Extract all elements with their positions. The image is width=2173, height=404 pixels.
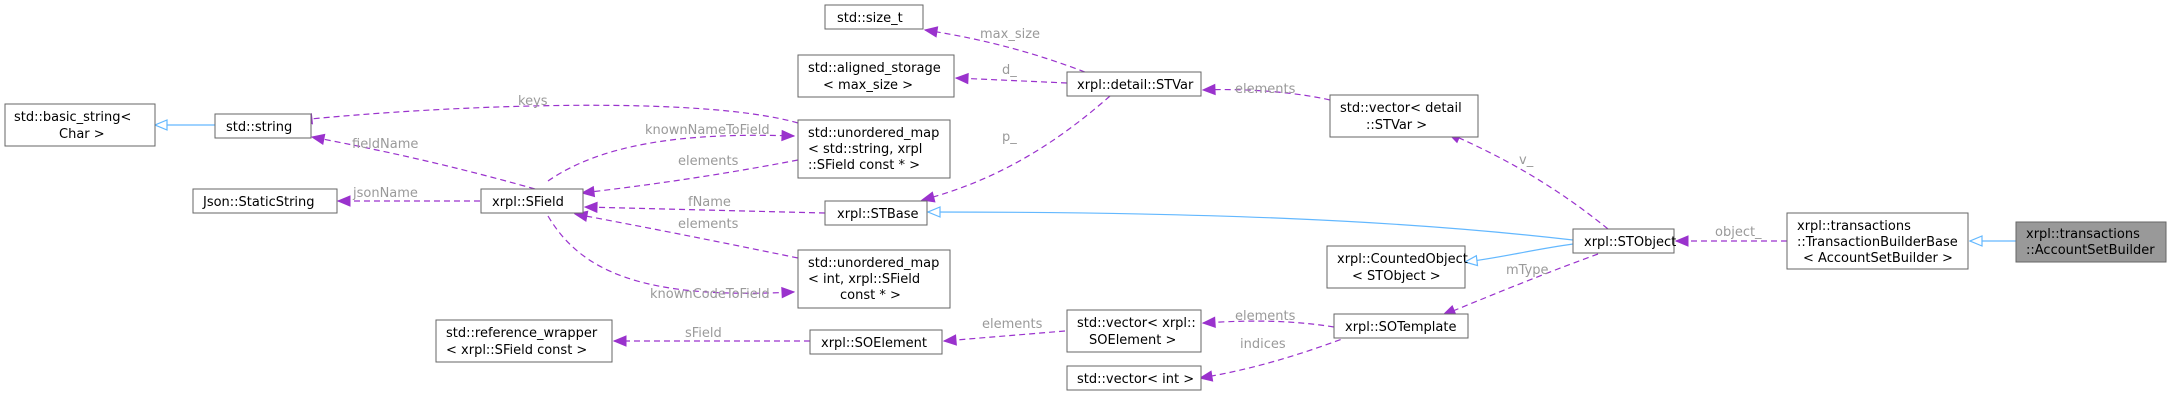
edge-label-known-name-to-field: knownNameToField — [645, 123, 770, 138]
edge-label-object: object_ — [1715, 225, 1762, 240]
edge-stobject-inherits-counted-object — [1465, 243, 1574, 262]
edge-v: v_ — [1448, 132, 1609, 230]
node-vector-soelement[interactable]: std::vector< xrpl:: SOElement > — [1066, 309, 1202, 353]
svg-text:xrpl::SField: xrpl::SField — [492, 195, 564, 210]
node-unordered-map-string[interactable]: std::unordered_map < std::string, xrpl :… — [797, 119, 951, 179]
svg-text:< std::string, xrpl: < std::string, xrpl — [808, 142, 922, 157]
node-stbase[interactable]: xrpl::STBase — [824, 200, 928, 226]
svg-text:< int, xrpl::SField: < int, xrpl::SField — [808, 272, 920, 287]
svg-text:Char >: Char > — [59, 127, 105, 142]
edge-label-sfield: sField — [685, 326, 722, 341]
node-basic-string[interactable]: std::basic_string< Char > — [4, 103, 156, 147]
edge-mtype: mType — [1443, 253, 1599, 315]
svg-text:< max_size >: < max_size > — [823, 78, 913, 93]
svg-text:std::string: std::string — [226, 120, 292, 135]
edge-label-p: p_ — [1002, 130, 1017, 145]
node-account-set-builder[interactable]: xrpl::transactions ::AccountSetBuilder — [2015, 221, 2167, 263]
edge-keys: keys — [300, 94, 799, 123]
edge-field-name: fieldName — [312, 137, 536, 190]
svg-text:std::aligned_storage: std::aligned_storage — [808, 61, 941, 76]
svg-text:xrpl::detail::STVar: xrpl::detail::STVar — [1077, 78, 1194, 93]
node-sotemplate[interactable]: xrpl::SOTemplate — [1333, 313, 1469, 339]
svg-text:std::unordered_map: std::unordered_map — [808, 256, 939, 271]
node-string[interactable]: std::string — [214, 113, 312, 139]
edge-elements-stvar: elements — [1203, 82, 1331, 101]
node-vector-int[interactable]: std::vector< int > — [1066, 365, 1202, 391]
edge-label-elements-umap-string: elements — [678, 154, 739, 169]
svg-text:const * >: const * > — [840, 288, 901, 303]
node-soelement[interactable]: xrpl::SOElement — [809, 329, 943, 355]
node-counted-object[interactable]: xrpl::CountedObject < STObject > — [1326, 245, 1468, 289]
svg-text:xrpl::STObject: xrpl::STObject — [1584, 235, 1676, 250]
edge-label-json-name: jsonName — [352, 186, 418, 201]
node-size-t[interactable]: std::size_t — [824, 4, 924, 30]
svg-text:std::size_t: std::size_t — [837, 11, 903, 26]
edge-label-keys: keys — [518, 94, 548, 109]
edge-elements-soelement: elements — [1203, 309, 1335, 327]
edge-label-d: d_ — [1002, 63, 1017, 78]
svg-text:::STVar >: ::STVar > — [1366, 118, 1427, 133]
node-vector-stvar[interactable]: std::vector< detail ::STVar > — [1329, 94, 1479, 138]
svg-text:std::reference_wrapper: std::reference_wrapper — [446, 326, 598, 341]
edge-label-max-size: max_size — [980, 27, 1040, 42]
edge-known-name-to-field: knownNameToField — [547, 123, 794, 182]
svg-text:xrpl::transactions: xrpl::transactions — [1797, 219, 1911, 234]
edge-elements-vec-soelement: elements — [944, 317, 1066, 341]
edge-label-elements-soelement: elements — [1235, 309, 1296, 324]
edge-stobject-inherits-stbase — [928, 212, 1574, 241]
edge-fname: fName — [585, 195, 826, 214]
edge-elements-umap-string: elements — [582, 154, 799, 193]
edge-json-name: jsonName — [338, 186, 480, 201]
edge-label-elements-vec-soelement: elements — [982, 317, 1043, 332]
edge-label-elements-umap-int: elements — [678, 217, 739, 232]
edge-object: object_ — [1676, 225, 1787, 241]
edge-label-mtype: mType — [1506, 263, 1549, 278]
node-transaction-builder-base[interactable]: xrpl::transactions ::TransactionBuilderB… — [1786, 212, 1969, 270]
edge-label-indices: indices — [1240, 337, 1286, 352]
svg-text:Json::StaticString: Json::StaticString — [202, 195, 315, 210]
svg-text:xrpl::CountedObject: xrpl::CountedObject — [1337, 252, 1468, 267]
svg-text:SOElement >: SOElement > — [1089, 333, 1176, 348]
node-stobject[interactable]: xrpl::STObject — [1572, 228, 1676, 254]
svg-text:xrpl::SOTemplate: xrpl::SOTemplate — [1345, 320, 1456, 335]
svg-text:xrpl::STBase: xrpl::STBase — [837, 207, 919, 222]
svg-text:::AccountSetBuilder: ::AccountSetBuilder — [2026, 243, 2155, 258]
node-unordered-map-int[interactable]: std::unordered_map < int, xrpl::SField c… — [797, 249, 951, 309]
edge-max-size: max_size — [925, 27, 1086, 73]
svg-text:< AccountSetBuilder >: < AccountSetBuilder > — [1803, 251, 1953, 266]
edge-label-known-code-to-field: knownCodeToField — [650, 287, 770, 302]
node-sfield[interactable]: xrpl::SField — [480, 188, 584, 214]
node-stvar[interactable]: xrpl::detail::STVar — [1066, 71, 1202, 97]
edge-indices: indices — [1200, 335, 1351, 378]
edge-elements-umap-int: elements — [575, 214, 799, 259]
edge-label-fname: fName — [688, 195, 731, 210]
svg-text:xrpl::SOElement: xrpl::SOElement — [821, 336, 927, 351]
svg-text:< STObject >: < STObject > — [1352, 269, 1441, 284]
svg-text:::SField const * >: ::SField const * > — [808, 158, 920, 173]
svg-text:::TransactionBuilderBase: ::TransactionBuilderBase — [1797, 235, 1958, 250]
edge-known-code-to-field: knownCodeToField — [547, 215, 794, 302]
svg-text:std::vector< detail: std::vector< detail — [1340, 101, 1462, 116]
edge-d: d_ — [956, 63, 1068, 83]
svg-text:std::basic_string<: std::basic_string< — [14, 110, 131, 125]
svg-text:< xrpl::SField const >: < xrpl::SField const > — [446, 343, 587, 358]
edge-p: p_ — [922, 95, 1111, 200]
edge-sfield: sField — [614, 326, 810, 341]
edge-label-field-name: fieldName — [352, 137, 418, 152]
svg-text:std::unordered_map: std::unordered_map — [808, 126, 939, 141]
svg-text:std::vector< xrpl::: std::vector< xrpl:: — [1077, 316, 1196, 331]
node-ref-wrapper[interactable]: std::reference_wrapper < xrpl::SField co… — [435, 319, 613, 363]
edge-label-elements-stvar: elements — [1235, 82, 1296, 97]
node-static-string[interactable]: Json::StaticString — [192, 188, 338, 214]
node-aligned-storage[interactable]: std::aligned_storage < max_size > — [797, 54, 955, 98]
edge-label-v: v_ — [1519, 153, 1534, 168]
svg-text:std::vector< int >: std::vector< int > — [1077, 372, 1194, 387]
svg-text:xrpl::transactions: xrpl::transactions — [2026, 227, 2140, 242]
